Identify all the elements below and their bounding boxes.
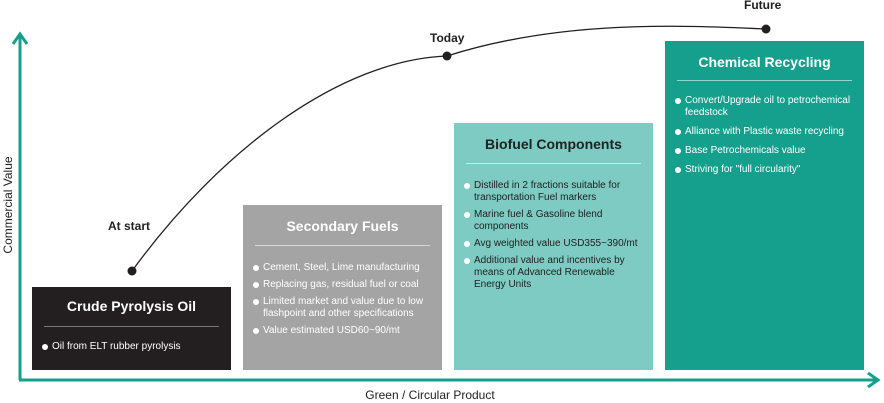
chemical-recycling-box: Chemical Recycling Convert/Upgrade oil t…	[665, 41, 864, 370]
bullet-item: Limited market and value due to low flas…	[253, 296, 430, 320]
x-axis-label: Green / Circular Product	[365, 388, 495, 402]
box-divider	[44, 326, 219, 327]
box-divider	[466, 163, 641, 164]
box-title: Biofuel Components	[485, 136, 622, 152]
bullet-list: Cement, Steel, Lime manufacturing Replac…	[243, 246, 442, 337]
bullet-list: Oil from ELT rubber pyrolysis	[32, 327, 231, 353]
box-title: Secondary Fuels	[286, 218, 399, 234]
secondary-fuels-box: Secondary Fuels Cement, Steel, Lime manu…	[243, 205, 442, 370]
x-axis-arrow	[867, 371, 881, 389]
bullet-item: Alliance with Plastic waste recycling	[675, 126, 852, 138]
bullet-item: Replacing gas, residual fuel or coal	[253, 279, 430, 291]
stage-label-today: Today	[430, 31, 465, 45]
y-axis-arrow	[11, 31, 29, 45]
bullet-item: Marine fuel & Gasoline blend components	[464, 209, 641, 233]
stage-label-future: Future	[744, 0, 782, 12]
bullet-item: Oil from ELT rubber pyrolysis	[42, 341, 219, 353]
stage-marker-today	[442, 51, 452, 61]
y-axis-label: Commercial Value	[1, 156, 15, 254]
crude-pyrolysis-oil-box: Crude Pyrolysis Oil Oil from ELT rubber …	[32, 287, 231, 370]
stage-marker-future	[761, 24, 771, 34]
bullet-item: Value estimated USD60~90/mt	[253, 325, 430, 337]
stage-marker-start	[127, 266, 137, 276]
box-divider	[677, 80, 852, 81]
box-title: Crude Pyrolysis Oil	[66, 298, 197, 314]
bullet-item: Cement, Steel, Lime manufacturing	[253, 262, 430, 274]
stage-label-start: At start	[108, 219, 151, 233]
bullet-item: Striving for "full circularity"	[675, 164, 852, 176]
bullet-item: Distilled in 2 fractions suitable for tr…	[464, 180, 641, 204]
bullet-list: Distilled in 2 fractions suitable for tr…	[454, 164, 653, 291]
bullet-list: Convert/Upgrade oil to petrochemical fee…	[665, 81, 864, 176]
bullet-item: Avg weighted value USD355~390/mt	[464, 238, 641, 250]
bullet-item: Additional value and incentives by means…	[464, 255, 641, 291]
box-divider	[255, 245, 430, 246]
biofuel-components-box: Biofuel Components Distilled in 2 fracti…	[454, 123, 653, 370]
bullet-item: Base Petrochemicals value	[675, 145, 852, 157]
box-title: Chemical Recycling	[698, 54, 831, 70]
bullet-item: Convert/Upgrade oil to petrochemical fee…	[675, 95, 852, 119]
